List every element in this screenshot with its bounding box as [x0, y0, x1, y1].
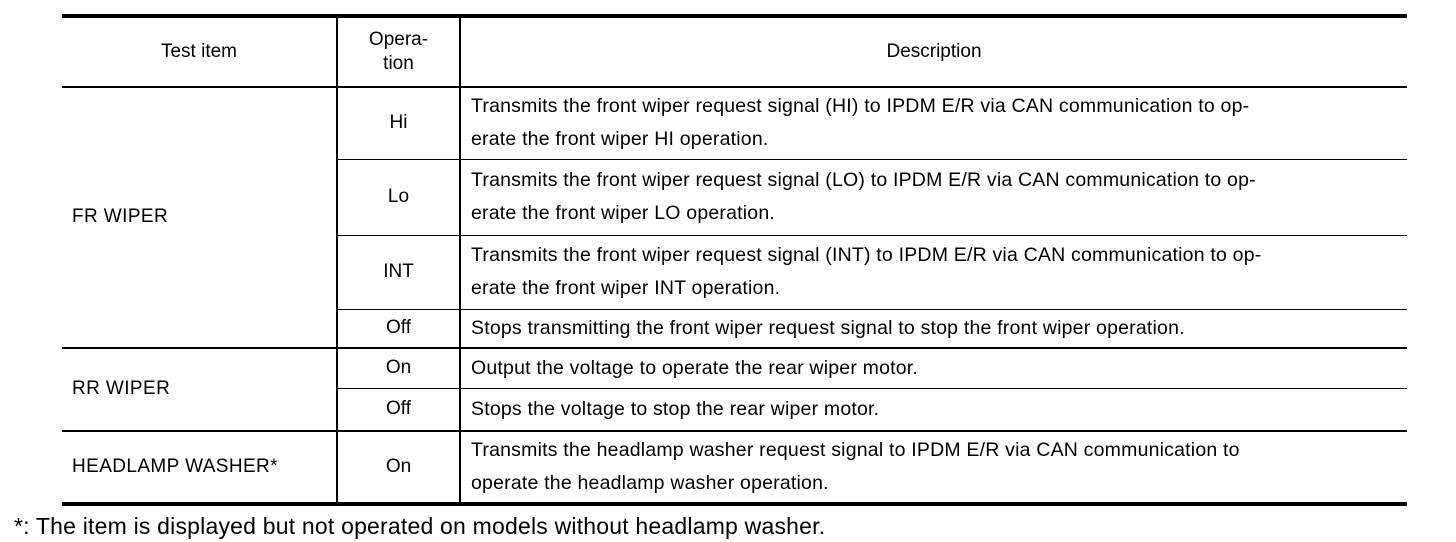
table-row-fr-wiper-lo: Lo Transmits the front wiper request sig… [62, 158, 1407, 235]
test-item-cell-headlamp-washer: HEADLAMP WASHER* [62, 429, 338, 504]
table-body: FR WIPER Hi Transmits the front wiper re… [62, 86, 1407, 504]
column-header-test-item: Test item [62, 16, 338, 88]
operation-cell: Off [337, 308, 461, 348]
description-cell: Transmits the front wiper request signal… [460, 86, 1407, 159]
column-header-description: Description [460, 16, 1407, 88]
table-row-rr-wiper-off: Off Stops the voltage to stop the rear w… [62, 388, 1407, 431]
description-cell: Output the voltage to operate the rear w… [460, 346, 1407, 389]
operation-cell: On [337, 346, 461, 389]
test-item-cell-fr-wiper: FR WIPER [62, 86, 338, 348]
description-cell: Transmits the front wiper request signal… [460, 234, 1407, 309]
document-page: Test item Opera- tion Description FR WIP… [0, 14, 1456, 542]
table-header: Test item Opera- tion Description [62, 16, 1407, 88]
operation-cell: Off [337, 388, 461, 431]
operation-cell: Hi [337, 86, 461, 159]
table-row-fr-wiper-hi: FR WIPER Hi Transmits the front wiper re… [62, 86, 1407, 348]
column-header-operation: Opera- tion [337, 16, 461, 88]
operation-cell: INT [337, 234, 461, 309]
description-cell: Transmits the headlamp washer request si… [460, 429, 1407, 504]
table-row-rr-wiper-on: RR WIPER On Output the voltage to operat… [62, 346, 1407, 431]
description-cell: Stops transmitting the front wiper reque… [460, 308, 1407, 348]
operation-cell: Lo [337, 158, 461, 235]
table-row-fr-wiper-int: INT Transmits the front wiper request si… [62, 234, 1407, 309]
operation-cell: On [337, 429, 461, 504]
table-row-headlamp-washer-on: HEADLAMP WASHER* On Transmits the headla… [62, 429, 1407, 504]
description-cell: Transmits the front wiper request signal… [460, 158, 1407, 235]
test-item-cell-rr-wiper: RR WIPER [62, 346, 338, 431]
table-row-fr-wiper-off: Off Stops transmitting the front wiper r… [62, 308, 1407, 348]
footnote: *: The item is displayed but not operate… [14, 512, 826, 539]
header-row: Test item Opera- tion Description [62, 16, 1407, 88]
description-cell: Stops the voltage to stop the rear wiper… [460, 388, 1407, 431]
active-test-table: Test item Opera- tion Description FR WIP… [62, 14, 1407, 506]
